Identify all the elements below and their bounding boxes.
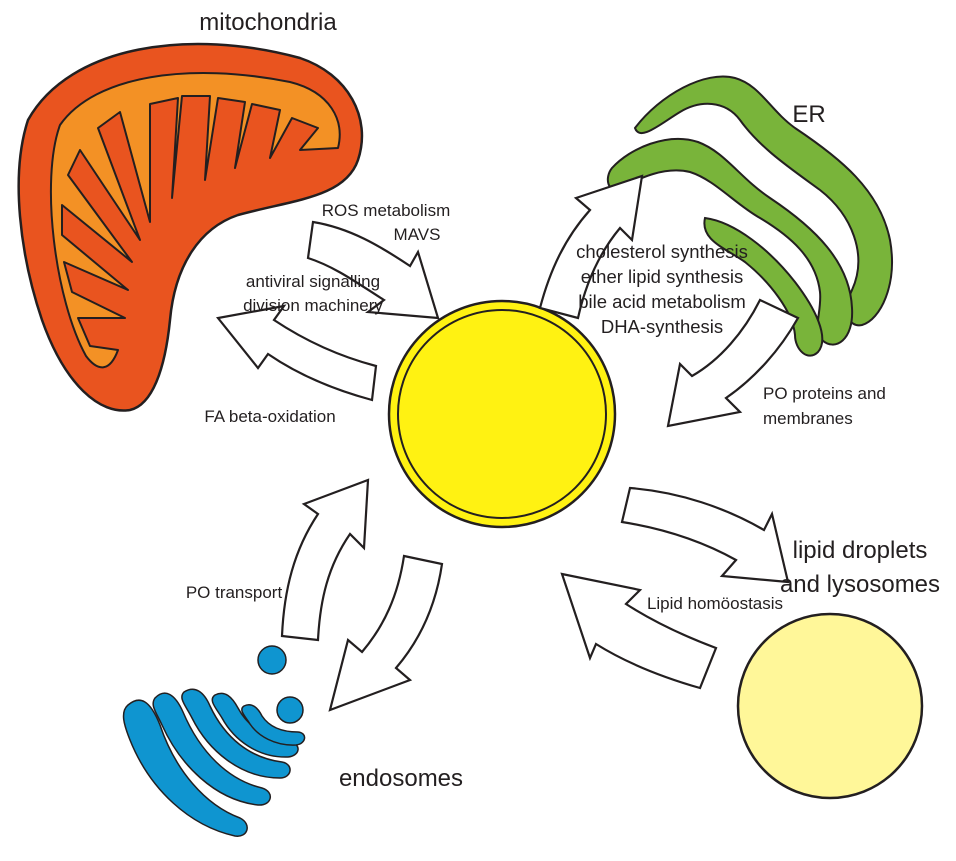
vesicle-2 <box>277 697 303 723</box>
arrow-endo-to-po <box>282 480 368 640</box>
label-cholesterol-synthesis: cholesterol synthesis <box>576 241 748 262</box>
label-membranes: membranes <box>763 409 853 428</box>
arrow-po-to-mito <box>218 306 376 400</box>
arrow-lipid-to-po <box>562 574 716 688</box>
endosomes <box>124 646 305 836</box>
arrow-po-to-lipid <box>622 488 788 582</box>
label-lipid-homoostasis: Lipid homöostasis <box>647 594 783 613</box>
label-mavs: MAVS <box>394 225 441 244</box>
label-mitochondria: mitochondria <box>199 9 337 36</box>
endoplasmic-reticulum <box>608 76 892 355</box>
label-fa-beta-oxidation: FA beta-oxidation <box>204 407 335 426</box>
label-er: ER <box>792 101 825 128</box>
label-lipid-droplets: lipid droplets <box>793 537 928 564</box>
label-and-lysosomes: and lysosomes <box>780 571 940 598</box>
label-antiviral-signalling: antiviral signalling <box>246 272 380 291</box>
label-ether-lipid-synthesis: ether lipid synthesis <box>581 266 743 287</box>
label-po-transport: PO transport <box>186 583 283 602</box>
label-ros-metabolism: ROS metabolism <box>322 201 450 220</box>
label-po-proteins: PO proteins and <box>763 384 886 403</box>
peroxisome <box>389 301 615 527</box>
arrow-po-to-endo <box>330 556 442 710</box>
label-dha-synthesis: DHA-synthesis <box>601 316 723 337</box>
label-division-machinery: division machinery <box>243 296 383 315</box>
label-bile-acid-metabolism: bile acid metabolism <box>578 291 746 312</box>
vesicle-1 <box>258 646 286 674</box>
peroxisome-inner-ring <box>398 310 606 518</box>
lipid-droplet-lysosome <box>738 614 922 798</box>
label-endosomes: endosomes <box>339 765 463 792</box>
